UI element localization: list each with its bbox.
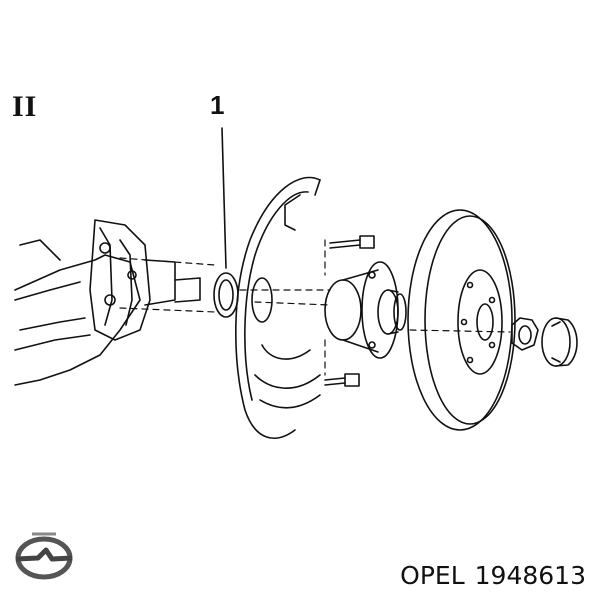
brake-disc [407,209,516,431]
seal-ring [213,272,239,318]
callout-number: 1 [210,90,225,120]
part-number: 1948613 [474,561,586,590]
callout-leader-line [221,127,227,269]
brand-name: OPEL [400,561,465,590]
dust-cap [541,317,578,367]
assembly-lines [119,239,511,376]
bolt-top [329,235,375,249]
axle-assembly [14,219,201,386]
opel-logo-icon [15,532,73,580]
wheel-hub [324,261,407,359]
section-label: II [12,90,38,123]
part-reference: OPEL 1948613 [400,561,586,590]
hub-nut [511,317,539,351]
brake-backing-plate [235,176,321,439]
bolt-bottom [324,373,360,387]
